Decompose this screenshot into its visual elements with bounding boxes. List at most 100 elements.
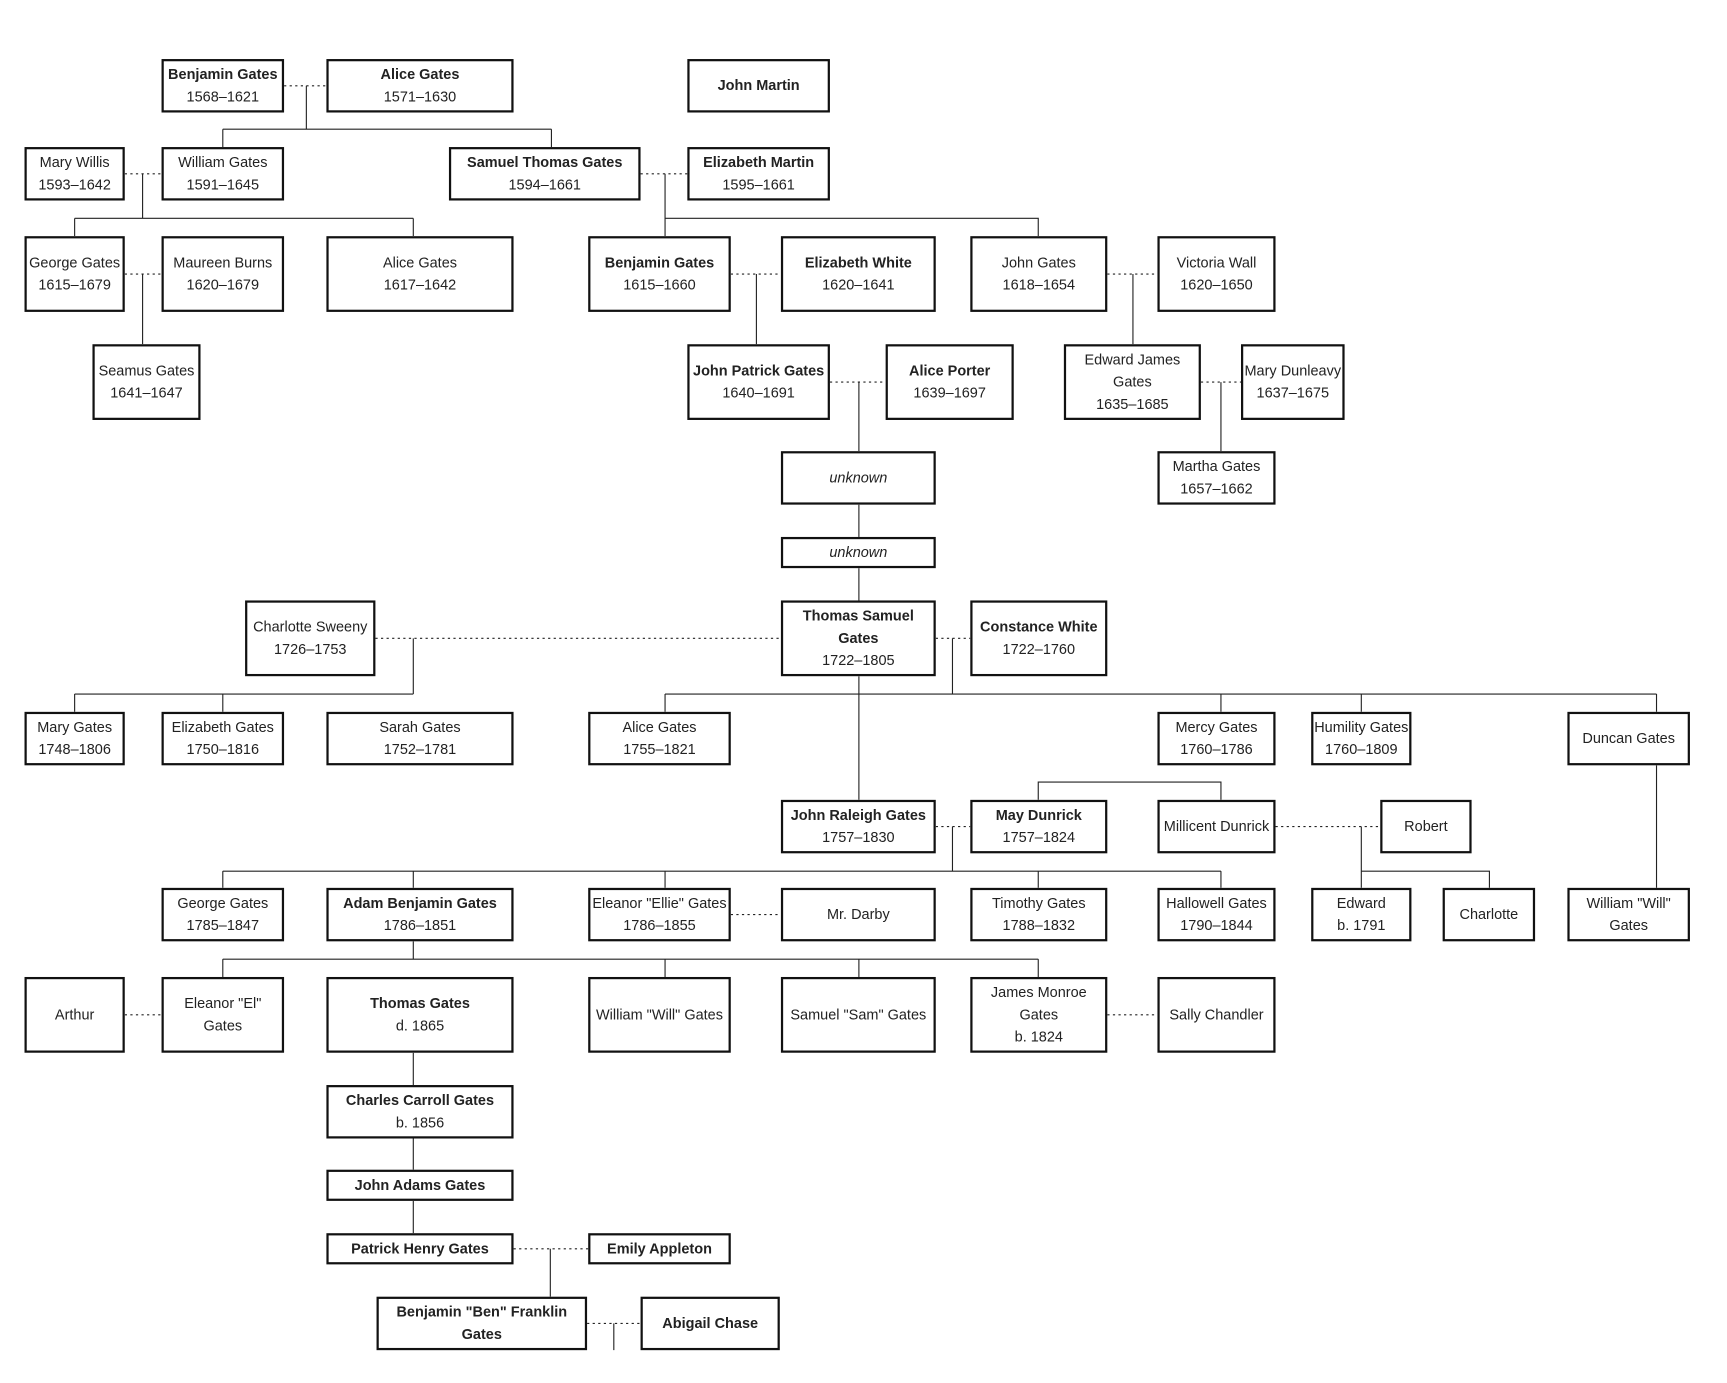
person-name: Constance White (980, 618, 1098, 635)
person-dates: 1617–1642 (383, 276, 457, 293)
person-dates: 1568–1621 (186, 88, 260, 105)
person-box[interactable]: Patrick Henry Gates (326, 1233, 514, 1265)
person-name: Charlotte (1459, 905, 1519, 923)
person-name: Benjamin Gates (168, 65, 278, 83)
person-dates: 1785–1847 (186, 916, 260, 934)
person-box[interactable]: William "Will" Gates (1567, 887, 1690, 942)
person-name: Charles Carroll Gates (345, 1091, 495, 1109)
person-box[interactable]: William "Will" Gates (588, 976, 731, 1053)
person-name: Eleanor "Ellie" Gates (592, 894, 727, 912)
person-name: Hallowell Gates (1166, 894, 1267, 912)
person-name: Thomas Gates (370, 994, 470, 1012)
person-box[interactable]: Emily Appleton (588, 1233, 731, 1265)
parent-child-links (74, 85, 1658, 1351)
person-box[interactable]: Benjamin Gates 1568–1621 (161, 59, 285, 113)
person-box[interactable]: Abigail Chase (640, 1296, 780, 1351)
person-dates: 1757–1830 (822, 828, 895, 846)
person-name: Benjamin "Ben" Franklin Gates (396, 1303, 568, 1343)
person-box[interactable]: Millicent Dunrick (1157, 799, 1276, 854)
person-box[interactable]: Eleanor "El" Gates (161, 976, 285, 1053)
person-dates: 1615–1660 (623, 276, 696, 293)
person-box[interactable]: Constance White 1722–1760 (970, 600, 1108, 677)
person-dates: 1640–1691 (722, 384, 795, 402)
person-name: Martha Gates (1172, 457, 1261, 475)
person-box[interactable]: Samuel "Sam" Gates (780, 976, 936, 1053)
person-name: Mr. Darby (826, 905, 890, 923)
person-box[interactable]: Thomas Gates d. 1865 (326, 976, 514, 1053)
person-dates: 1786–1855 (623, 916, 696, 934)
person-box[interactable]: Arthur (24, 976, 125, 1053)
person-name: Mary Gates (37, 718, 113, 736)
person-box[interactable]: Benjamin "Ben" Franklin Gates (376, 1296, 588, 1351)
person-dates: 1722–1760 (1002, 640, 1076, 658)
person-name: Victoria Wall (1176, 253, 1257, 271)
person-name: Alice Gates (622, 718, 697, 736)
person-name: John Adams Gates (354, 1176, 486, 1194)
person-name: Arthur (54, 1005, 95, 1023)
person-name: William "Will" Gates (596, 1005, 723, 1023)
person-name: Emily Appleton (607, 1239, 712, 1257)
person-box[interactable]: George Gates 1785–1847 (161, 887, 285, 942)
person-dates: 1760–1809 (1325, 740, 1398, 758)
person-box[interactable]: John Martin (687, 59, 830, 113)
person-dates: 1635–1685 (1096, 395, 1169, 413)
person-box[interactable]: unknown (780, 536, 936, 569)
person-dates: 1593–1642 (38, 176, 111, 193)
person-dates: 1620–1679 (186, 276, 260, 293)
person-name: Elizabeth Martin (703, 153, 815, 171)
person-dates: b. 1791 (1337, 916, 1386, 934)
person-dates: 1594–1661 (508, 176, 581, 193)
person-box[interactable]: Robert (1380, 799, 1472, 854)
person-box[interactable]: Martha Gates 1657–1662 (1157, 451, 1276, 505)
person-dates: 1786–1851 (383, 916, 457, 934)
person-name: John Gates (1001, 253, 1076, 271)
person-box[interactable]: unknown (780, 451, 936, 505)
person-box[interactable]: Mr. Darby (780, 887, 936, 942)
person-box[interactable]: John Adams Gates (326, 1169, 514, 1201)
person-name: George Gates (177, 894, 269, 912)
person-dates: 1571–1630 (383, 88, 457, 105)
person-box[interactable]: Eleanor "Ellie" Gates 1786–1855 (588, 887, 731, 942)
person-name: Samuel "Sam" Gates (790, 1005, 927, 1023)
person-dates: 1657–1662 (1180, 480, 1253, 497)
person-box[interactable]: Duncan Gates (1567, 711, 1690, 766)
person-box[interactable]: Charlotte (1442, 887, 1536, 942)
person-name: John Martin (717, 76, 800, 94)
person-box[interactable]: Sally Chandler (1157, 976, 1276, 1053)
person-dates: d. 1865 (395, 1017, 445, 1034)
